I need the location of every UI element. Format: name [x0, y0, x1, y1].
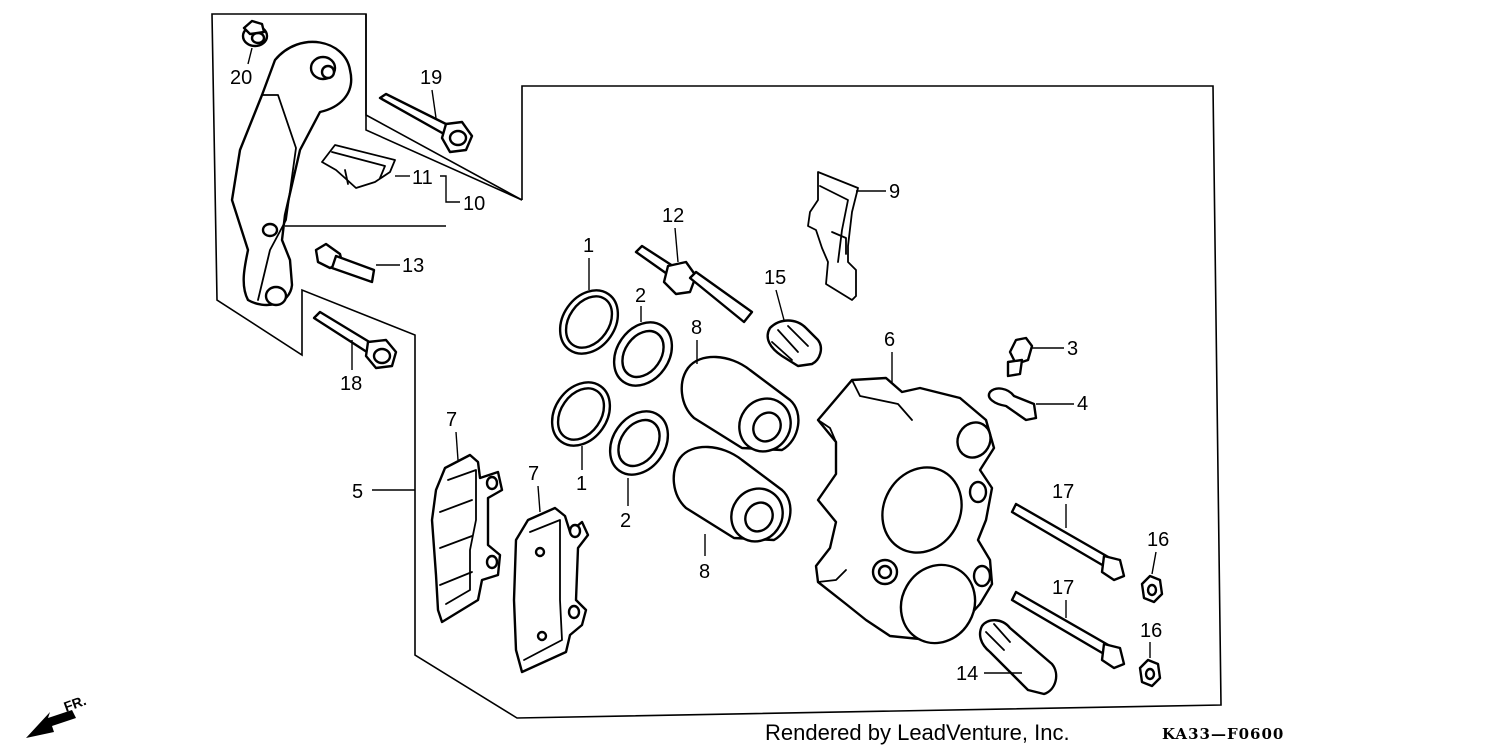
part-8-piston-lower[interactable]	[672, 445, 793, 552]
callout-14: 14	[956, 663, 978, 685]
part-20-flange-nut[interactable]	[241, 19, 269, 48]
callout-17a: 17	[1052, 481, 1074, 503]
callout-8b: 8	[699, 561, 710, 583]
part-18-bolt[interactable]	[312, 310, 398, 370]
leader-19	[431, 89, 437, 119]
part-7-brake-pad-inner[interactable]	[512, 506, 590, 674]
callout-20: 20	[230, 67, 252, 89]
leader-16a	[1151, 551, 1157, 575]
part-16-nut-upper[interactable]	[1140, 574, 1164, 604]
leader-10	[440, 175, 460, 203]
part-17-pin-upper[interactable]	[1010, 502, 1126, 582]
front-direction-arrow-icon	[26, 710, 76, 738]
callout-17b: 17	[1052, 577, 1074, 599]
callout-12: 12	[662, 205, 684, 227]
part-6-caliper-body[interactable]	[814, 376, 997, 657]
part-11-pad-spring[interactable]	[321, 144, 396, 189]
part-12-slide-pin[interactable]	[634, 244, 754, 324]
part-10-caliper-bracket[interactable]	[230, 40, 353, 307]
callout-4: 4	[1077, 393, 1088, 415]
part-2-dust-seal-upper[interactable]	[602, 311, 684, 397]
callout-1a: 1	[583, 235, 594, 257]
callout-15: 15	[764, 267, 786, 289]
callout-1b: 1	[576, 473, 587, 495]
bracket-subframe	[365, 14, 523, 201]
render-credit: Rendered by LeadVenture, Inc.	[765, 720, 1070, 745]
leader-12	[674, 227, 679, 263]
callout-7a: 7	[446, 409, 457, 431]
callout-8a: 8	[691, 317, 702, 339]
part-17-pin-lower[interactable]	[1010, 590, 1126, 670]
callout-2a: 2	[635, 285, 646, 307]
part-2-dust-seal-lower[interactable]	[598, 400, 680, 486]
part-4-bleeder-cap[interactable]	[987, 387, 1038, 422]
callout-2b: 2	[620, 510, 631, 532]
callout-9: 9	[889, 181, 900, 203]
callout-6: 6	[884, 329, 895, 351]
leader-20	[247, 47, 253, 65]
part-7-brake-pad-outer[interactable]	[430, 453, 504, 624]
callout-10: 10	[463, 193, 485, 215]
leader-7b	[537, 485, 541, 513]
part-8-piston-upper[interactable]	[680, 355, 801, 462]
callout-13: 13	[402, 255, 424, 277]
callout-3: 3	[1067, 338, 1078, 360]
part-13-pin-bolt[interactable]	[314, 242, 376, 284]
callout-11: 11	[412, 167, 433, 189]
part-1-piston-seal-upper[interactable]	[548, 279, 630, 365]
leader-7a	[455, 431, 459, 461]
part-14-adapter[interactable]	[978, 619, 1058, 696]
part-1-piston-seal-lower[interactable]	[540, 371, 622, 457]
drawing-code: KA33—F0600	[1162, 725, 1284, 743]
part-15-pin-boot[interactable]	[766, 319, 823, 368]
callout-19: 19	[420, 67, 442, 89]
callout-16a: 16	[1147, 529, 1169, 551]
callout-16b: 16	[1140, 620, 1162, 642]
part-16-nut-lower[interactable]	[1138, 658, 1162, 688]
callout-7b: 7	[528, 463, 539, 485]
caliper-assembly-frame	[211, 13, 1222, 719]
part-19-bolt[interactable]	[378, 92, 474, 154]
part-3-bleeder-screw[interactable]	[1006, 336, 1034, 378]
callout-5: 5	[352, 481, 363, 503]
part-9-pad-retainer[interactable]	[807, 171, 859, 301]
front-direction-label: FR.	[62, 692, 89, 715]
callout-18: 18	[340, 373, 362, 395]
leader-15	[775, 289, 785, 321]
